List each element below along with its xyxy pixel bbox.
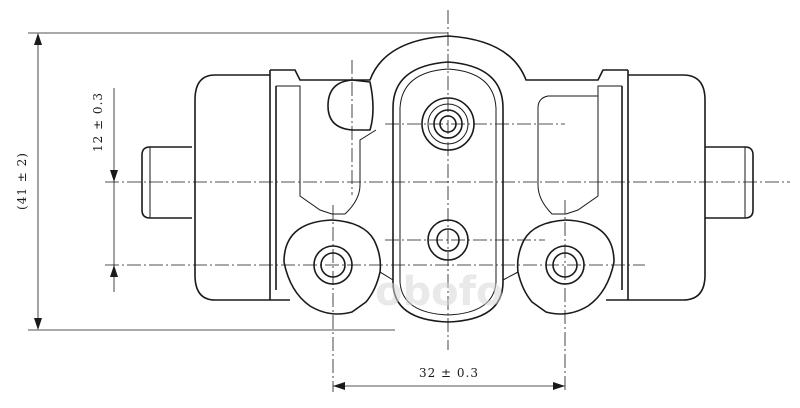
upper-port-ring xyxy=(427,103,469,145)
dim-overall-height: (41 ± 2) xyxy=(15,32,448,331)
left-dust-boot xyxy=(194,74,270,301)
lower-port-hole xyxy=(436,228,460,252)
central-boss xyxy=(392,61,504,323)
holes xyxy=(313,97,585,285)
left-web xyxy=(299,92,377,215)
dim-port-offset: 12 ± 0.3 xyxy=(91,88,118,292)
right-bolt-hole xyxy=(552,252,578,278)
arrow-up xyxy=(34,33,42,45)
arrow-offset-top xyxy=(110,170,118,182)
right-web xyxy=(537,92,599,215)
port-offset-label: 12 ± 0.3 xyxy=(91,92,105,152)
left-flange xyxy=(269,70,277,300)
right-flange xyxy=(621,70,629,300)
upper-port-outer xyxy=(421,97,475,151)
cylinder-body xyxy=(141,35,754,323)
dim-bolt-spacing: 32 ± 0.3 xyxy=(333,366,565,390)
arrow-down xyxy=(34,318,42,330)
right-push-rod xyxy=(705,146,754,219)
body-lower-connect xyxy=(379,271,519,281)
central-boss-inner xyxy=(399,68,497,316)
right-bolt-ear xyxy=(516,219,615,315)
left-bolt-hole xyxy=(320,252,346,278)
left-push-rod xyxy=(141,146,192,219)
upper-port-mid xyxy=(433,109,463,139)
bleeder-boss xyxy=(327,79,374,131)
arrow-right xyxy=(553,382,565,390)
arrow-left xyxy=(333,382,345,390)
left-bolt-ear xyxy=(283,219,382,315)
body-top-inner xyxy=(276,85,622,92)
upper-port-hole xyxy=(439,115,457,133)
body-top-outline xyxy=(270,35,628,81)
lower-port-outer xyxy=(427,219,469,261)
right-dust-boot xyxy=(628,74,706,301)
watermark-text: obofo xyxy=(375,269,503,315)
arrow-offset-bottom xyxy=(110,265,118,277)
overall-height-label: (41 ± 2) xyxy=(15,152,29,210)
left-bolt-hole-outer xyxy=(313,245,353,285)
centerlines xyxy=(105,10,790,392)
right-bolt-hole-outer xyxy=(545,245,585,285)
bolt-spacing-label: 32 ± 0.3 xyxy=(419,366,479,380)
